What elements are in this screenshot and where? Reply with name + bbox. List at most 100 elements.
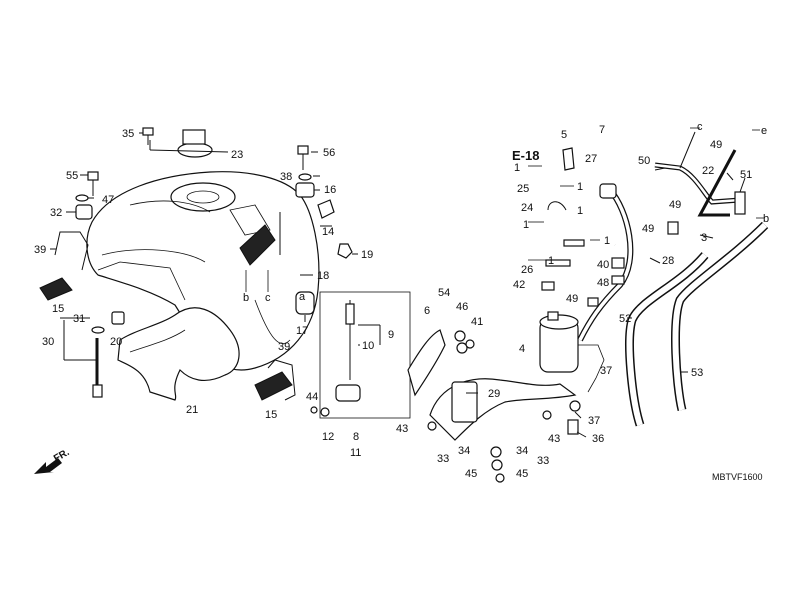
label-49d: 49 — [642, 223, 654, 235]
label-12: 12 — [322, 431, 334, 443]
collar-33 — [491, 459, 503, 471]
label-34b: 34 — [516, 445, 528, 457]
hose-25 — [537, 174, 617, 247]
label-18: 18 — [317, 270, 329, 282]
label-15-left: 15 — [52, 303, 64, 315]
label-28: 28 — [662, 255, 674, 267]
label-39-left: 39 — [34, 244, 46, 256]
washer-47 — [75, 194, 89, 202]
label-33b: 33 — [537, 455, 549, 467]
bolt-56 — [297, 145, 309, 170]
label-55: 55 — [66, 170, 78, 182]
bracket-39-left — [54, 231, 89, 271]
label-16: 16 — [324, 184, 336, 196]
bracket-39-right — [267, 359, 296, 401]
fitting-36 — [567, 419, 579, 435]
label-32: 32 — [50, 207, 62, 219]
leader-lines — [50, 132, 746, 438]
fuel-tank — [86, 171, 320, 371]
label-52: 52 — [619, 313, 631, 325]
label-45a: 45 — [465, 468, 477, 480]
washer-38 — [298, 173, 312, 181]
tube-26 — [545, 259, 571, 267]
label-49b: 49 — [710, 139, 722, 151]
plate-14 — [317, 199, 335, 219]
label-37a: 37 — [600, 365, 612, 377]
marker-c: c — [265, 292, 271, 304]
screw-12 — [320, 407, 330, 417]
label-29: 29 — [488, 388, 500, 400]
bracket-6 — [407, 329, 446, 397]
label-17: 17 — [296, 325, 308, 337]
label-49a: 49 — [566, 293, 578, 305]
filler-cap — [149, 129, 229, 158]
label-56: 56 — [323, 147, 335, 159]
label-30: 30 — [42, 336, 54, 348]
label-48: 48 — [597, 277, 609, 289]
label-33a: 33 — [437, 453, 449, 465]
nut-19 — [337, 243, 353, 259]
clamp-48 — [611, 275, 625, 285]
label-6: 6 — [424, 305, 430, 317]
grommet-46 — [456, 342, 468, 354]
bolt-45 — [495, 473, 505, 483]
catalog-code: MBTVF1600 — [712, 472, 763, 482]
label-37b: 37 — [588, 415, 600, 427]
bolt-35 — [142, 127, 154, 145]
label-10: 10 — [362, 340, 374, 352]
pad-15-right — [254, 371, 293, 401]
label-43b: 43 — [548, 433, 560, 445]
label-1f: 1 — [548, 255, 554, 267]
hose-22 — [697, 149, 737, 217]
fuel-gauge-group — [310, 291, 411, 419]
label-5: 5 — [561, 129, 567, 141]
hose-50 — [654, 131, 741, 205]
washer-54 — [454, 330, 466, 342]
cushion-17 — [295, 291, 315, 315]
label-39-right: 39 — [278, 341, 290, 353]
marker-arrows — [245, 127, 764, 292]
marker-a: a — [299, 291, 306, 303]
mount-16 — [295, 182, 315, 198]
joint-27 — [599, 183, 617, 199]
label-53: 53 — [691, 367, 703, 379]
front-arrow-icon: FR. — [34, 447, 72, 474]
hose-7 — [577, 187, 634, 342]
label-23: 23 — [231, 149, 243, 161]
label-54: 54 — [438, 287, 450, 299]
label-44: 44 — [306, 391, 318, 403]
label-36: 36 — [592, 433, 604, 445]
clamp-40 — [611, 257, 625, 269]
label-43a: 43 — [396, 423, 408, 435]
label-45b: 45 — [516, 468, 528, 480]
reference-code: E-18 — [512, 148, 539, 163]
marker-b: b — [243, 292, 249, 304]
joint-2 — [563, 239, 585, 247]
label-47: 47 — [102, 194, 114, 206]
pad-15-left — [39, 277, 73, 301]
label-1d: 1 — [523, 219, 529, 231]
label-41: 41 — [471, 316, 483, 328]
label-3: 3 — [701, 232, 707, 244]
tank-under-panel — [117, 307, 240, 401]
washer-44 — [310, 406, 318, 414]
label-4: 4 — [519, 343, 525, 355]
collar-20 — [111, 311, 125, 325]
valve-51 — [734, 191, 746, 215]
drain-tube — [63, 317, 105, 398]
callout-labels: 35 23 55 47 32 39 15 31 30 20 21 56 38 1… — [34, 121, 769, 482]
label-1e: 1 — [604, 235, 610, 247]
bolt-43-left — [427, 421, 437, 431]
label-42: 42 — [513, 279, 525, 291]
label-24: 24 — [521, 202, 533, 214]
label-1c: 1 — [577, 205, 583, 217]
marker-b-right: b — [763, 213, 769, 225]
label-22: 22 — [702, 165, 714, 177]
label-26: 26 — [521, 264, 533, 276]
label-1b: 1 — [577, 181, 583, 193]
label-20: 20 — [110, 336, 122, 348]
label-7: 7 — [599, 124, 605, 136]
label-8: 8 — [353, 431, 359, 443]
marker-c-right: c — [697, 121, 703, 133]
